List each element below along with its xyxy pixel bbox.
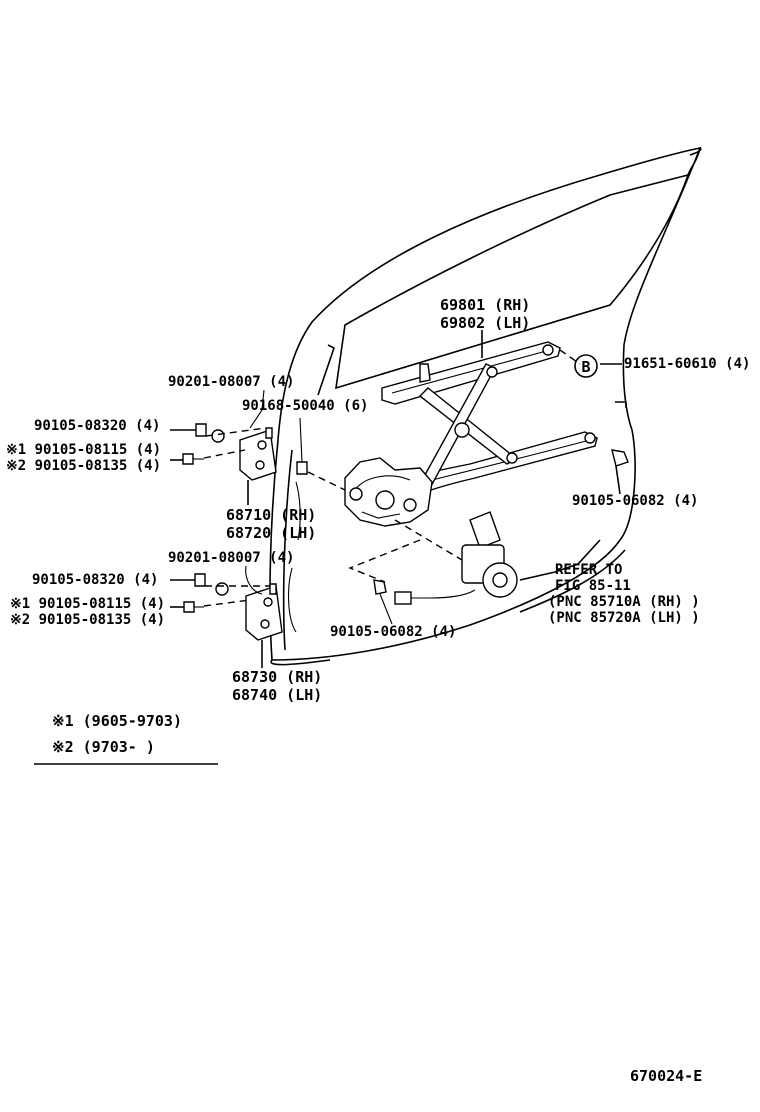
window-regulator xyxy=(344,341,598,527)
fasteners xyxy=(182,423,629,613)
leader-lines xyxy=(170,330,622,668)
label-bolt-upper-1: 90105-08320 (4) xyxy=(34,418,160,434)
figure-code: 670024-E xyxy=(630,1067,702,1085)
label-hinge-upper-lh: 68720 (LH) xyxy=(226,524,316,542)
label-refer-2: FIG 85-11 xyxy=(555,578,631,594)
label-screw-upper: 90168-50040 (6) xyxy=(242,398,368,414)
label-refer-4: (PNC 85720A (LH) ) xyxy=(548,610,700,626)
label-bolt-lower-3: ※2 90105-08135 (4) xyxy=(10,612,165,628)
label-bolt-upper-2: ※1 90105-08115 (4) xyxy=(6,442,161,458)
label-regulator-rh: 69801 (RH) xyxy=(440,296,530,314)
label-hinge-upper-rh: 68710 (RH) xyxy=(226,506,316,524)
label-hinge-lower-rh: 68730 (RH) xyxy=(232,668,322,686)
note-2: ※2 (9703- ) xyxy=(52,738,155,756)
label-nut-upper: 90201-08007 (4) xyxy=(168,374,294,390)
bolt-b-marker: B xyxy=(574,354,598,378)
note-1: ※1 (9605-9703) xyxy=(52,712,182,730)
label-bolt-upper-3: ※2 90105-08135 (4) xyxy=(6,458,161,474)
label-nut-lower: 90201-08007 (4) xyxy=(168,550,294,566)
label-bolt-lower-1: 90105-08320 (4) xyxy=(32,572,158,588)
label-hinge-lower-lh: 68740 (LH) xyxy=(232,686,322,704)
label-bolt-motor: 90105-06082 (4) xyxy=(330,624,456,640)
label-refer-3: (PNC 85710A (RH) ) xyxy=(548,594,700,610)
label-regulator-lh: 69802 (LH) xyxy=(440,314,530,332)
label-bolt-lower-2: ※1 90105-08115 (4) xyxy=(10,596,165,612)
regulator-motor xyxy=(394,511,518,605)
label-bolt-right: 90105-06082 (4) xyxy=(572,493,698,509)
bolt-b-letter: B xyxy=(581,358,590,376)
lower-hinge xyxy=(245,583,283,641)
label-refer-1: REFER TO xyxy=(555,562,622,578)
door-frame xyxy=(269,146,702,666)
label-bolt-b-part: 91651-60610 (4) xyxy=(624,356,750,372)
upper-hinge xyxy=(239,427,277,481)
